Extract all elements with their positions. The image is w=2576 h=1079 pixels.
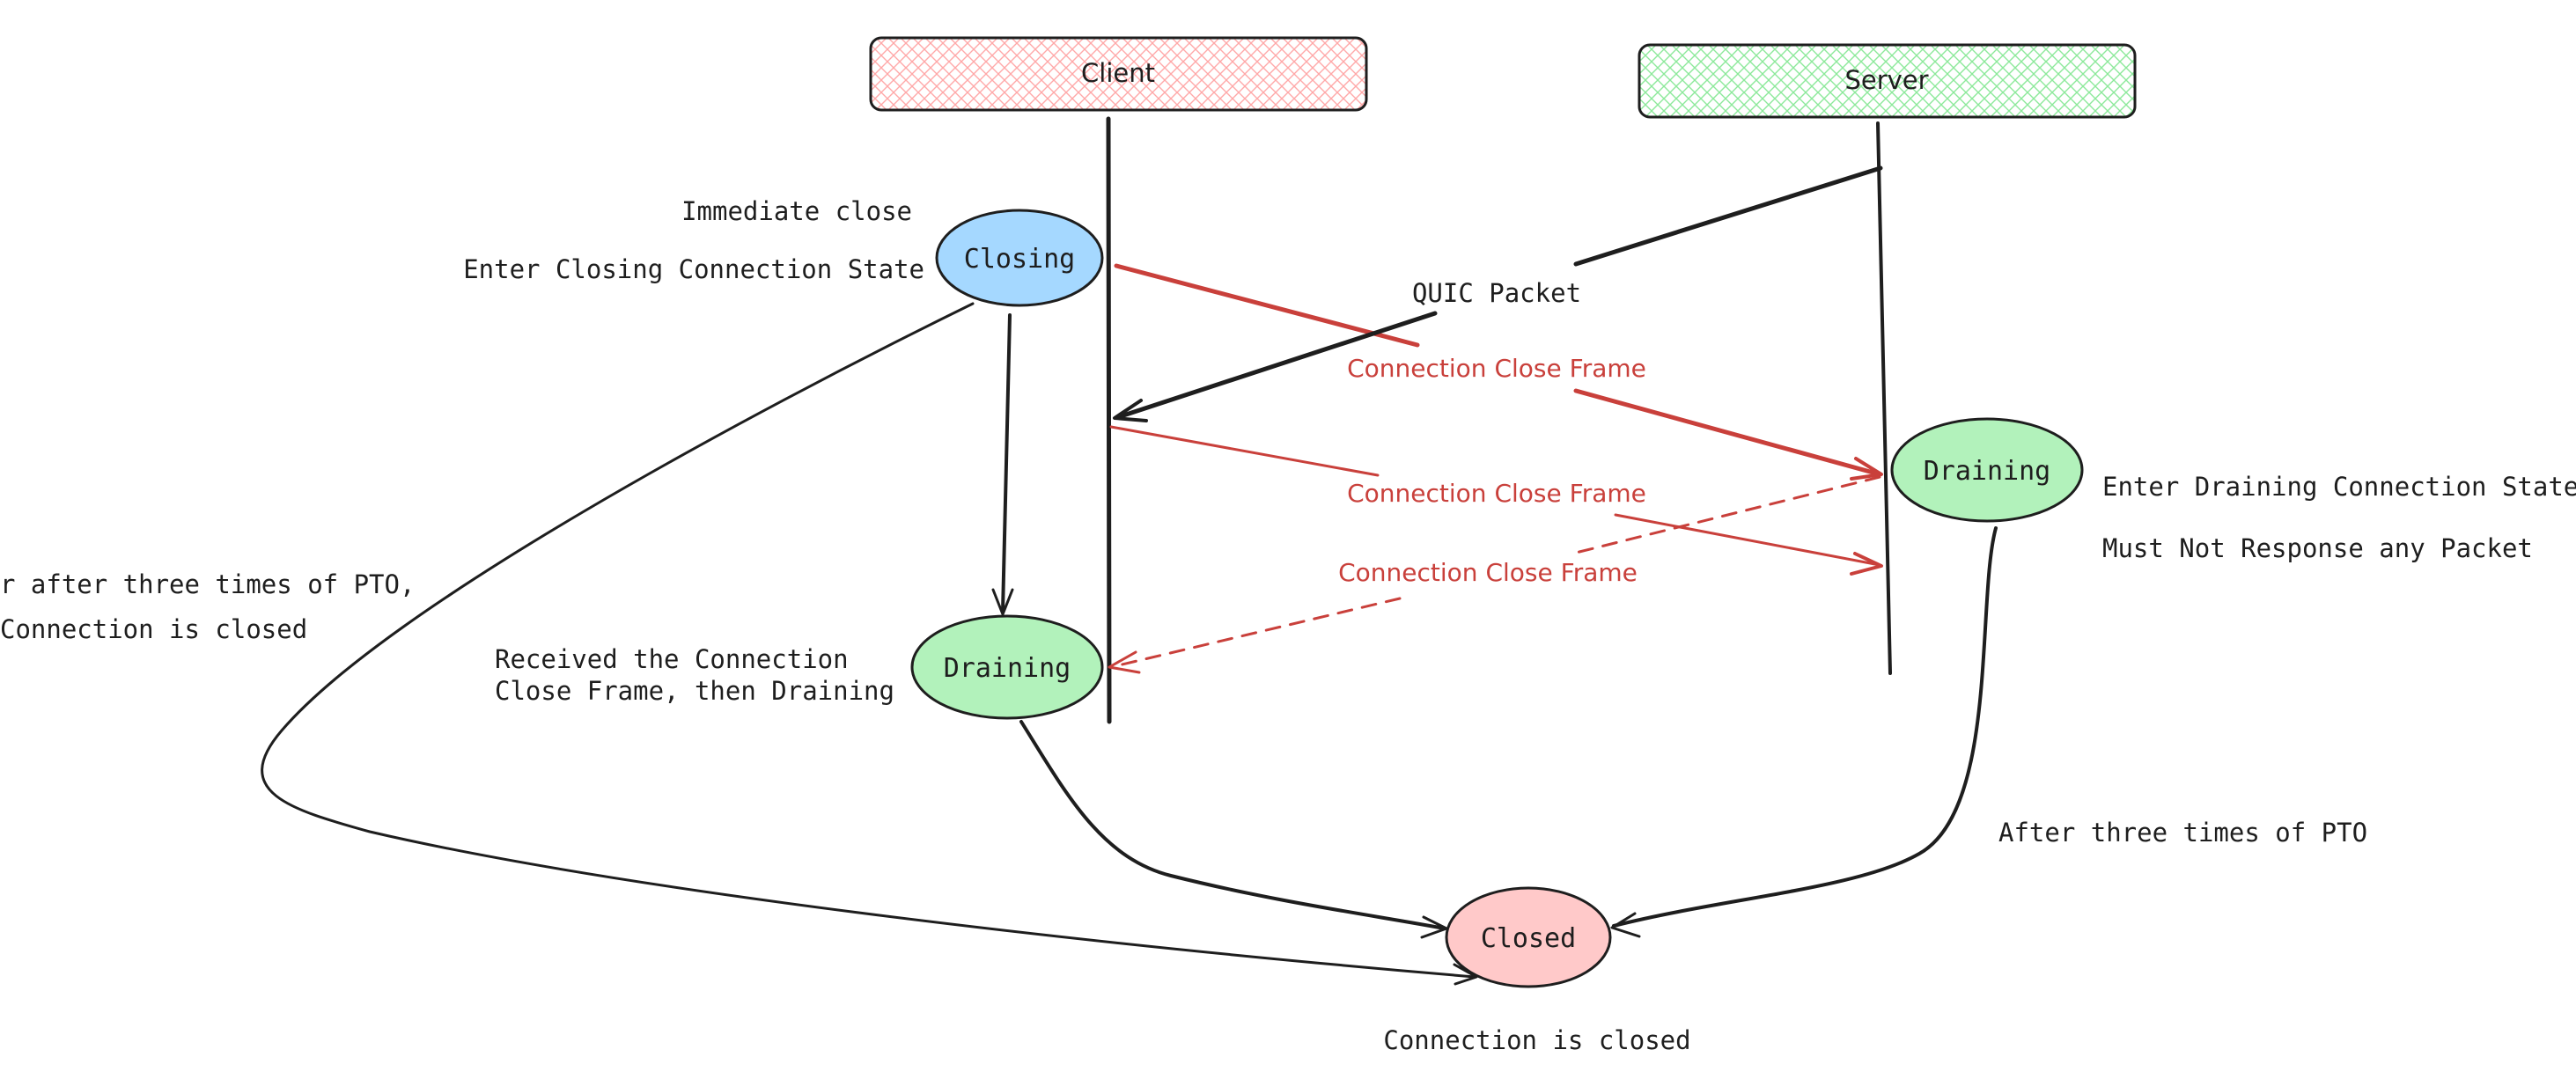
node-client-closing-label: Closing [964, 244, 1075, 275]
message-close-frame-2-label: Connection Close Frame [1347, 479, 1646, 508]
node-client-closing: Closing [935, 209, 1104, 307]
message-close-frame-1-label: Connection Close Frame [1347, 354, 1646, 383]
message-close-frame-2-line [1109, 425, 1881, 567]
node-server-draining-label: Draining [1924, 456, 2051, 487]
actor-server-label: Server [1844, 65, 1928, 95]
message-quic-packet-arrowhead [1113, 399, 1148, 422]
note-after-pto-right: After three times of PTO [1998, 818, 2367, 848]
transition-closing-to-draining [1001, 313, 1012, 613]
node-client-draining-label: Draining [944, 653, 1071, 684]
message-quic-packet-label: QUIC Packet [1412, 278, 1581, 308]
message-close-frame-3-line [1109, 475, 1881, 669]
note-received-line1: Received the Connection [495, 644, 849, 674]
transition-client-draining-to-closed [1019, 720, 1446, 930]
note-must-not-respond: Must Not Response any Packet [2102, 533, 2533, 563]
message-close-frame-1: Connection Close Frame [1114, 263, 1883, 481]
node-client-draining-shape [910, 614, 1104, 720]
client-lifeline [1106, 116, 1112, 724]
node-client-draining: Draining [910, 614, 1104, 720]
message-close-frame-2-arrowhead [1850, 552, 1883, 576]
message-quic-packet-line [1115, 165, 1883, 420]
message-close-frame-1-arrowhead [1850, 457, 1883, 481]
message-close-frame-3-arrowhead [1108, 650, 1141, 674]
note-received-line2: Close Frame, then Draining [495, 676, 894, 706]
actor-client-box [869, 36, 1368, 112]
actor-client-label: Client [1081, 58, 1155, 88]
actor-server-box [1638, 43, 2137, 119]
actor-client: Client [869, 36, 1368, 112]
transition-closing-to-closed [261, 302, 1476, 979]
node-closed-shape [1445, 886, 1612, 988]
message-close-frame-1-line [1114, 263, 1882, 477]
message-close-frame-3-label: Connection Close Frame [1338, 558, 1638, 587]
transition-server-draining-to-closed-arrowhead [1610, 912, 1641, 938]
message-quic-packet: QUIC Packet [1113, 165, 1883, 422]
node-server-draining: Draining [1890, 417, 2084, 523]
transition-server-draining-to-closed [1612, 526, 1998, 928]
note-enter-draining-state: Enter Draining Connection State [2102, 472, 2576, 502]
node-closed-label: Closed [1481, 923, 1576, 954]
node-closed: Closed [1445, 886, 1612, 988]
message-close-frame-3: Connection Close Frame [1108, 475, 1881, 674]
note-connection-closed: Connection is closed [1383, 1025, 1690, 1055]
actor-server: Server [1638, 43, 2137, 119]
note-after-pto-left-line2: Connection is closed [0, 614, 307, 644]
node-server-draining-shape [1890, 417, 2084, 523]
message-close-frame-2: Connection Close Frame [1109, 425, 1883, 576]
transition-closing-to-draining-arrowhead [991, 588, 1014, 616]
server-lifeline [1876, 121, 1892, 675]
note-after-pto-left-line1: r after three times of PTO, [0, 569, 415, 599]
note-immediate-close: Immediate close [681, 196, 912, 226]
node-client-closing-shape [935, 209, 1104, 307]
note-enter-closing-state: Enter Closing Connection State [463, 254, 924, 284]
